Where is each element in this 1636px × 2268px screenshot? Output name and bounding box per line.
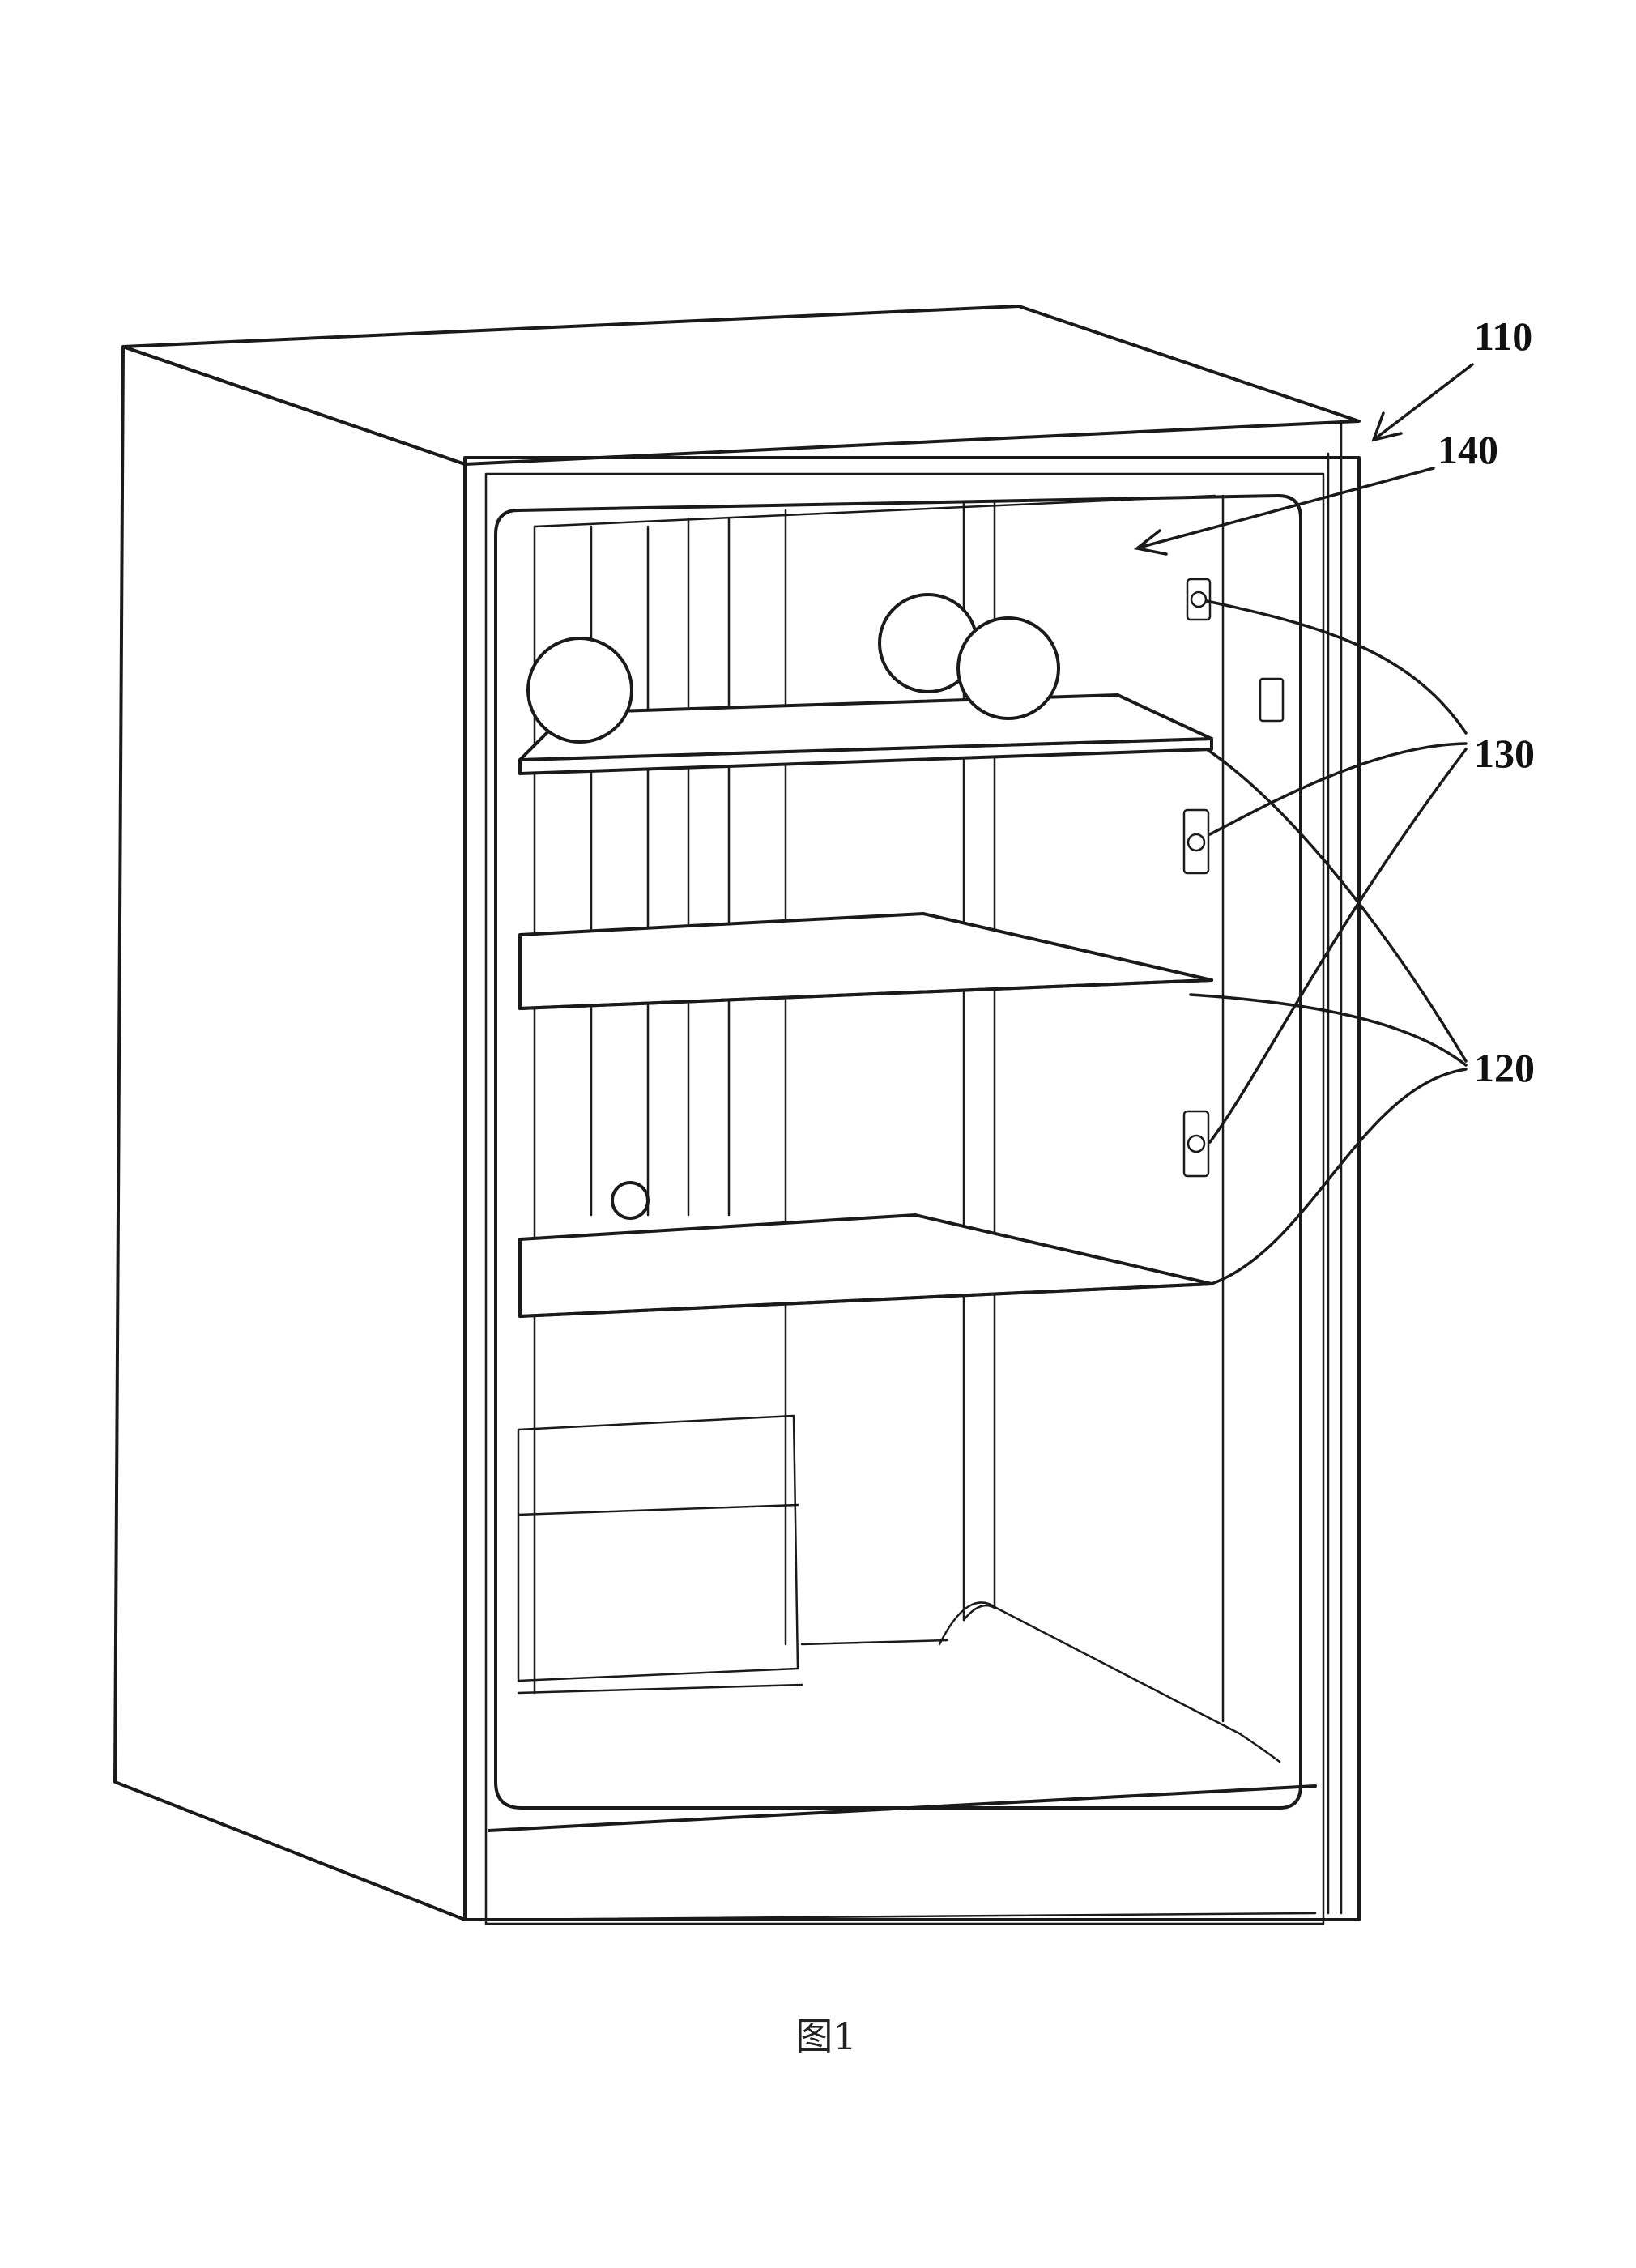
label-140: 140 bbox=[1438, 427, 1498, 472]
sphere-left bbox=[526, 637, 633, 744]
arrowhead-140 bbox=[1133, 529, 1168, 556]
cabinet-body bbox=[113, 305, 1361, 1925]
reference-numerals: 110 140 130 120 bbox=[1438, 313, 1535, 1090]
door-seal-frame bbox=[484, 472, 1325, 1925]
floor-rail bbox=[517, 1683, 803, 1695]
label-110: 110 bbox=[1474, 313, 1532, 359]
cabinet-front-frame bbox=[463, 456, 1361, 1921]
arrowhead-110 bbox=[1371, 411, 1403, 442]
cabinet-top-face bbox=[121, 305, 1361, 466]
shelf-top-back bbox=[518, 693, 1213, 761]
sensor-lower-lens bbox=[1187, 1134, 1206, 1153]
leader-120-b bbox=[1189, 993, 1468, 1067]
back-wall-top bbox=[533, 494, 1216, 528]
label-120: 120 bbox=[1474, 1045, 1535, 1090]
shelf-bottom-front bbox=[518, 1282, 1213, 1318]
figure-caption: 图1 bbox=[795, 2014, 857, 2058]
label-130: 130 bbox=[1474, 731, 1535, 776]
shelves bbox=[518, 693, 1213, 1318]
floor-corner-duct-inner bbox=[962, 1604, 996, 1622]
sensor-middle bbox=[1182, 808, 1210, 875]
leader-130-a bbox=[1205, 599, 1468, 735]
leader-110 bbox=[1375, 363, 1474, 439]
leader-130-b bbox=[1208, 742, 1468, 836]
sensor-switch bbox=[1259, 677, 1285, 723]
sensor-upper bbox=[1186, 578, 1212, 621]
crisper-drawer bbox=[517, 1414, 799, 1682]
leader-lines bbox=[1133, 363, 1474, 1285]
cabinet-plinth-line bbox=[488, 1912, 1317, 1921]
shelf-middle-front bbox=[518, 978, 1213, 1010]
back-wall-floor bbox=[800, 1639, 949, 1646]
sphere-small bbox=[611, 1181, 650, 1220]
sensor-lower bbox=[1182, 1110, 1210, 1178]
leader-120-a bbox=[1205, 748, 1468, 1063]
floor-corner-duct bbox=[938, 1601, 1281, 1763]
sphere-right bbox=[956, 616, 1060, 720]
leader-120-c bbox=[1210, 1068, 1468, 1285]
leader-140 bbox=[1140, 467, 1435, 548]
side-wall-sensors bbox=[1182, 578, 1285, 1178]
sensor-middle-lens bbox=[1187, 833, 1206, 852]
leader-130-c bbox=[1208, 748, 1468, 1144]
crisper-drawer-divider bbox=[517, 1503, 799, 1516]
spherical-items bbox=[526, 593, 1060, 1220]
sensor-upper-lens bbox=[1190, 590, 1208, 608]
cabinet-side-face bbox=[113, 345, 467, 1921]
